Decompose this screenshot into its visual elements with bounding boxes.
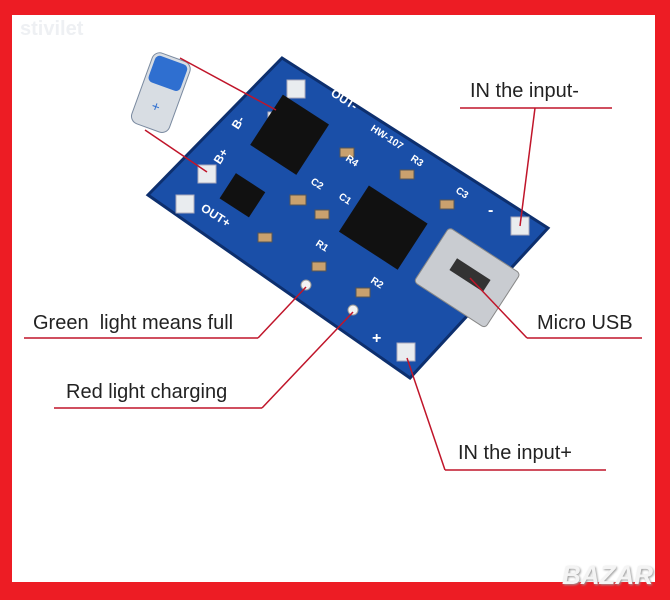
label-green-light: Green light means full — [33, 312, 234, 334]
in-plus-sign: + — [372, 330, 381, 347]
bazar-logo: BAZAR — [562, 560, 653, 590]
label-in-minus: IN the input- — [470, 80, 579, 102]
label-red-light: Red light charging — [66, 381, 228, 403]
in-minus-sign: - — [488, 202, 493, 219]
label-micro-usb: Micro USB — [537, 312, 633, 334]
watermark: stivilet — [20, 18, 84, 40]
red-led — [347, 304, 359, 316]
leader-lines — [24, 57, 642, 471]
ic-chip — [250, 94, 329, 175]
battery-icon: + — [130, 52, 191, 133]
ic-chip — [219, 173, 266, 218]
label-in-plus: IN the input+ — [458, 442, 572, 464]
green-led — [300, 279, 312, 291]
ic-chip — [338, 185, 428, 270]
